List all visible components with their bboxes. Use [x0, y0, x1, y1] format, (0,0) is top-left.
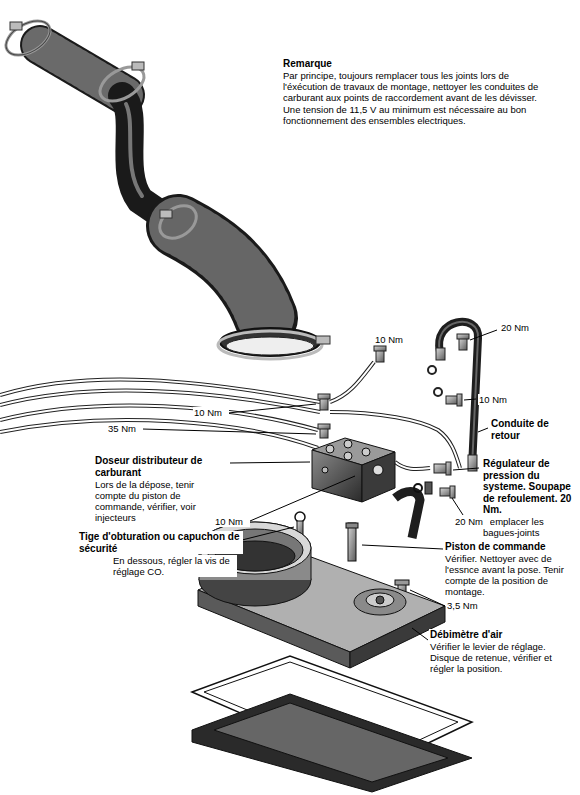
part-name: Conduite de retour	[490, 418, 570, 441]
torque-value: 10 Nm	[374, 334, 410, 345]
note-text: Par principe, toujours remplacer tous le…	[282, 70, 552, 103]
part-note: Remplacer les bagues-joints	[482, 516, 576, 538]
torque-value: 10 Nm	[214, 516, 250, 527]
air-hose	[40, 45, 322, 359]
pressure-regulator	[395, 482, 432, 538]
part-name: Piston de commande	[444, 541, 576, 553]
part-note: En dessous, régler la vis de réglage CO.	[112, 555, 237, 577]
torque-value: 3,5 Nm	[446, 600, 486, 611]
torque-value: 35 Nm	[107, 423, 143, 434]
part-note: Vérifier le levier de réglage. Disque de…	[429, 641, 575, 674]
fuel-distributor	[312, 438, 395, 502]
torque-value: 20 Nm	[454, 516, 490, 527]
part-name: Doseur distributeur de carburant	[94, 455, 229, 478]
return-line	[428, 322, 478, 471]
part-note: Lors de la dépose, tenir compte du pisto…	[94, 479, 229, 523]
torque-value: 20 Nm	[500, 322, 536, 333]
part-name: Débimètre d'air	[429, 629, 575, 641]
base-frame	[192, 694, 472, 792]
hose-clamp	[0, 14, 330, 344]
part-name: Tige d'obturation ou capuchon de sécurit…	[78, 531, 243, 554]
torque-value: 10 Nm	[478, 394, 514, 405]
note-text: Une tension de 11,5 V au minimum est néc…	[282, 104, 552, 126]
torque-value: 10 Nm	[193, 407, 229, 418]
part-name: Régulateur de pression du systeme. Soupa…	[482, 458, 576, 516]
note-heading: Remarque	[282, 58, 552, 70]
part-note: Vérifier. Nettoyer avec de l'essnce avan…	[444, 553, 576, 597]
